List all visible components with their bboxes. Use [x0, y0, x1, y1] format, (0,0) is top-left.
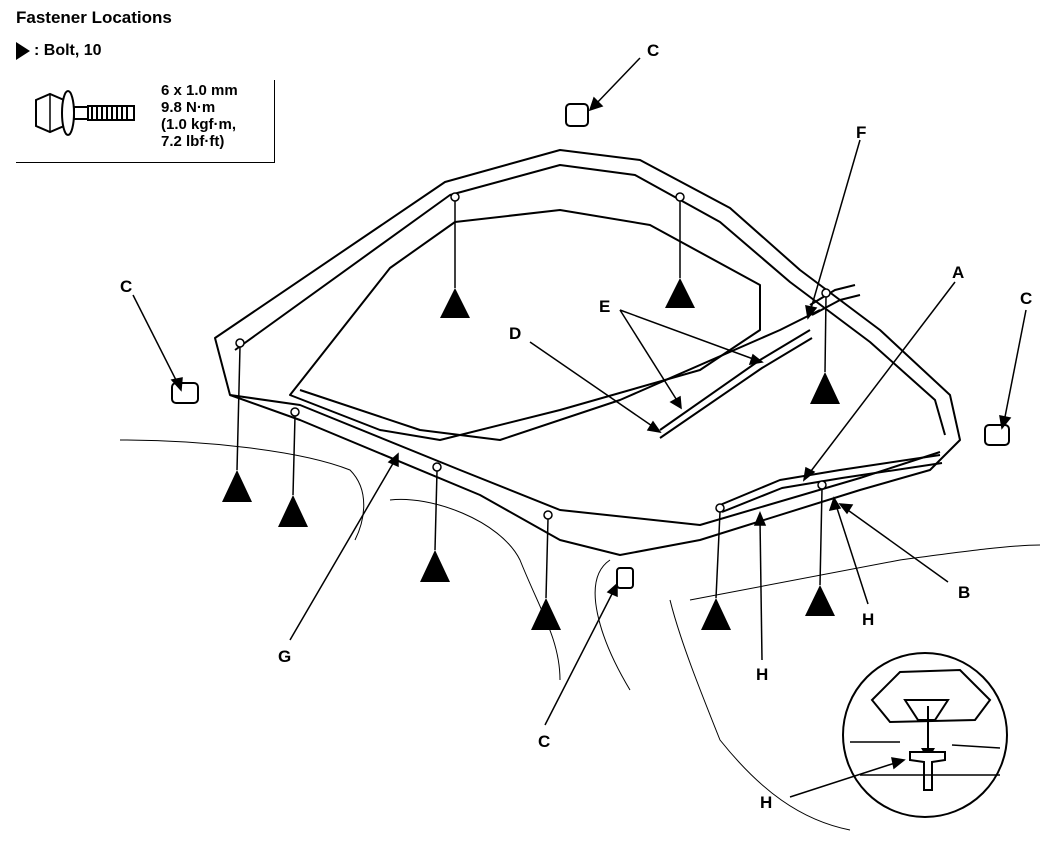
- bolt-legend: : Bolt, 10: [16, 42, 102, 60]
- bolt-spec-box: 6 x 1.0 mm 9.8 N·m (1.0 kgf·m, 7.2 lbf·f…: [16, 80, 275, 163]
- wire-harness: [809, 284, 856, 306]
- bolt-spec-torque-lbfft: 7.2 lbf·ft): [161, 133, 225, 150]
- bolt-triangle-icon: [440, 288, 470, 318]
- callout-h-middle: H: [756, 665, 768, 684]
- bolt-legend-label: : Bolt, 10: [34, 42, 102, 59]
- glass-opening: [289, 209, 761, 441]
- callout-b: B: [958, 583, 970, 602]
- roof-contour-3: [689, 544, 1041, 601]
- callout-a: A: [952, 263, 964, 282]
- bolt-triangles: [222, 278, 840, 630]
- bolt-triangle-icon: [531, 598, 561, 630]
- bolt-triangle-icon: [278, 495, 308, 527]
- callout-c-bottom: C: [538, 732, 550, 751]
- roof-contour-4: [594, 559, 631, 691]
- bolt-spec-size: 6 x 1.0 mm: [161, 82, 238, 99]
- roof-contour-1: [119, 439, 365, 541]
- frame-inner-rail: [299, 309, 821, 441]
- roof-contour-2: [389, 498, 561, 681]
- callout-d: D: [509, 324, 521, 343]
- callout-h-inset: H: [760, 793, 772, 812]
- callout-leaders: [132, 57, 1027, 798]
- bolt-triangle-icon: [420, 550, 450, 582]
- detail-inset-h: [842, 652, 1008, 818]
- bolt-triangle-icon: [16, 42, 30, 60]
- bolt-icon: [35, 90, 135, 136]
- wire-harness-2: [811, 294, 861, 316]
- bolt-triangle-icon: [222, 470, 252, 502]
- bolt-spec-torque-nm: 9.8 N·m: [161, 99, 216, 116]
- frame-outer: [214, 149, 961, 556]
- bolt-locations: [235, 192, 831, 599]
- callout-g: G: [278, 647, 291, 666]
- frame-front-edge: [229, 394, 941, 526]
- bolt-spec-torque-kgfm: (1.0 kgf·m,: [161, 116, 237, 133]
- callout-h-right: H: [862, 610, 874, 629]
- frame-inner-edge: [234, 164, 946, 436]
- bolt-spec-text: 6 x 1.0 mm 9.8 N·m (1.0 kgf·m, 7.2 lbf·f…: [161, 82, 238, 150]
- bolt-triangle-icon: [701, 598, 731, 630]
- callout-c-right: C: [1020, 289, 1032, 308]
- callout-e: E: [599, 297, 610, 316]
- callout-c-left: C: [120, 277, 132, 296]
- page-title: Fastener Locations: [16, 8, 172, 27]
- bolt-triangle-icon: [665, 278, 695, 308]
- bolt-triangle-icon: [805, 585, 835, 616]
- callout-c-top: C: [647, 41, 659, 60]
- bolt-triangle-icon: [810, 372, 840, 404]
- callout-f: F: [856, 123, 866, 142]
